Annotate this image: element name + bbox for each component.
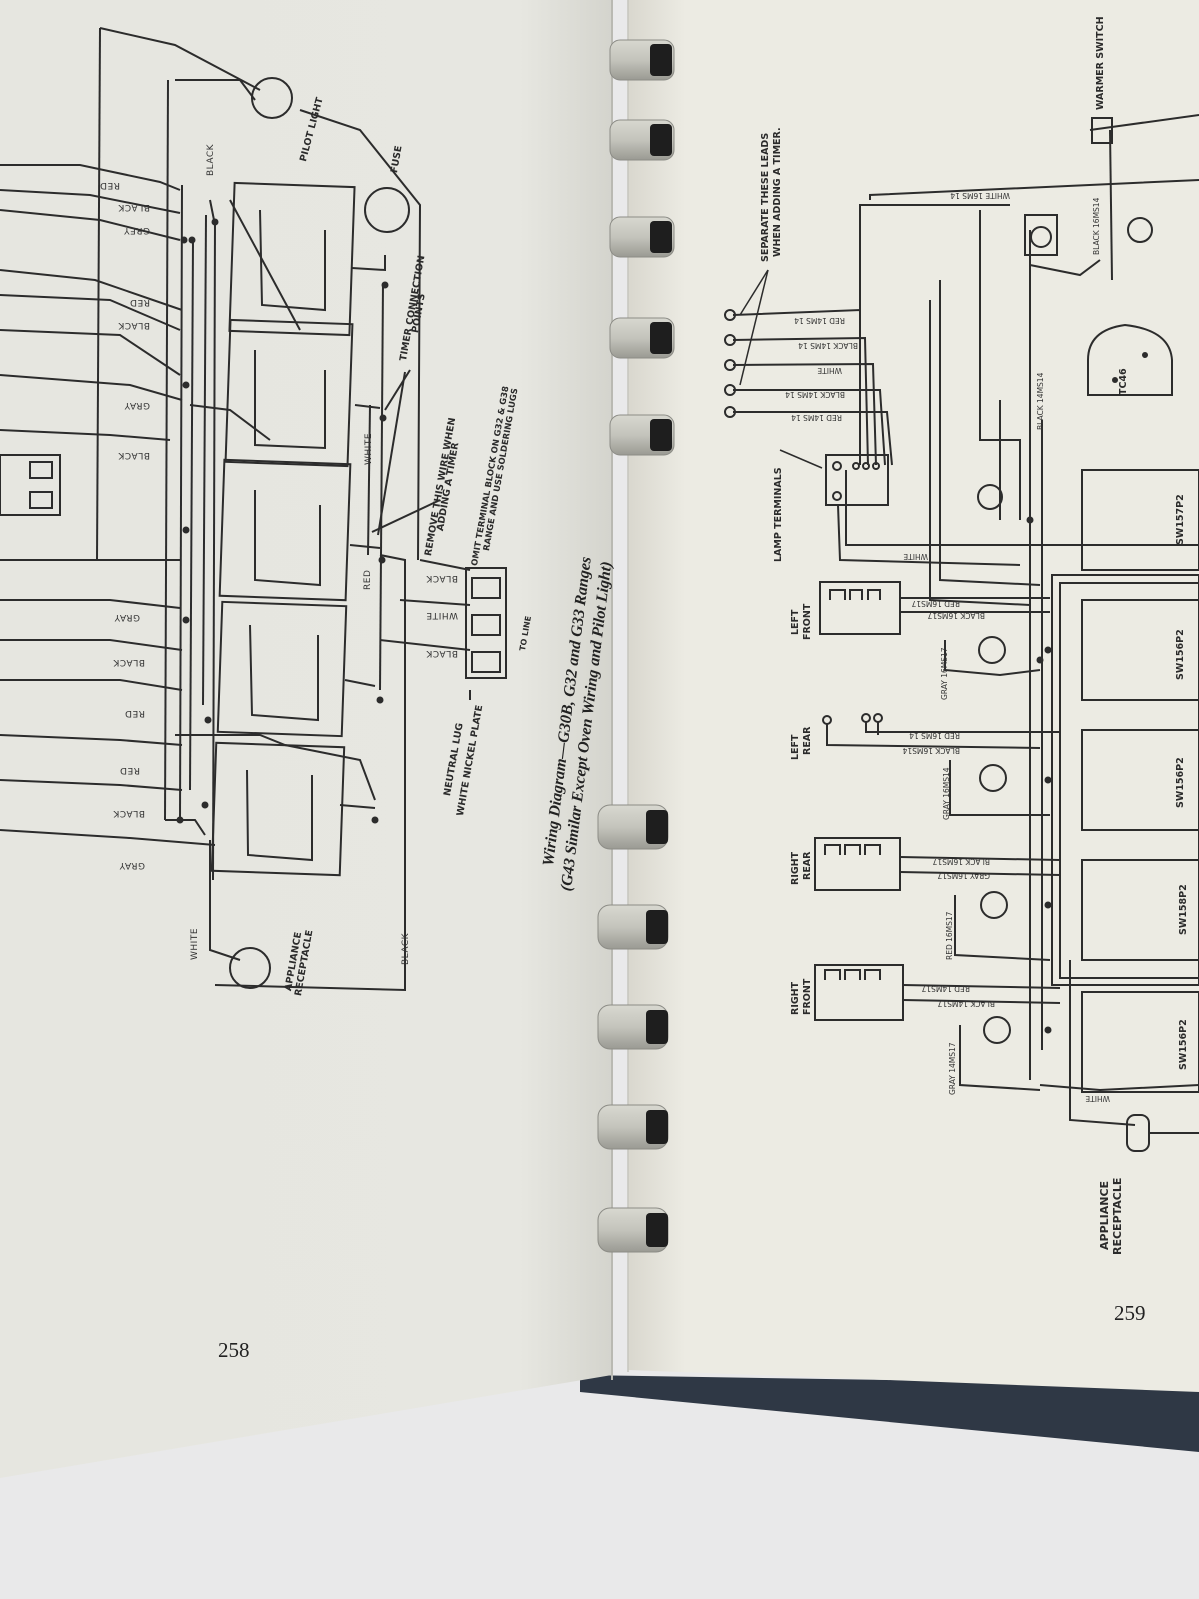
wire-label-white: WHITE (1085, 1094, 1110, 1103)
lead-label: RED 14MS 14 (791, 413, 842, 422)
page-number-right: 259 (1114, 1301, 1146, 1325)
wire-label: BLACK 14MS17 (937, 999, 995, 1008)
wire-label: RED 16MS17 (945, 911, 954, 960)
wire-label: GRAY (119, 860, 145, 870)
wire-label-white: WHITE (425, 610, 458, 620)
wire-label: GRAY (124, 400, 150, 410)
wire-label: GRAY 14MS17 (948, 1042, 957, 1095)
wire-label: RED (129, 297, 150, 307)
wire-label: RED (119, 765, 140, 775)
right-wiring-diagram (724, 114, 1199, 1152)
separate-leads-note-2: WHEN ADDING A TIMER. (772, 127, 783, 257)
left-wiring-diagram (0, 27, 507, 992)
wire-label: BLACK 16MS17 (927, 611, 985, 620)
wire-label: BLACK (117, 450, 150, 460)
unit-label: LEFT (790, 734, 801, 760)
switch-label: SW156P2 (1175, 629, 1186, 680)
wire-label: GRAY (114, 612, 140, 622)
wire-label: BLACK (112, 657, 145, 667)
wire-label: BLACK 14MS14 (1036, 372, 1045, 430)
wire-label: BLACK (117, 202, 150, 212)
switch-label: SW156P2 (1175, 757, 1186, 808)
wire-label-white: WHITE (364, 432, 374, 465)
warmer-switch-label: WARMER SWITCH (1095, 16, 1106, 110)
wire-label: RED 16MS 14 (909, 731, 960, 740)
wire-label-black: BLACK (206, 143, 216, 176)
wire-label-black: BLACK (425, 648, 458, 658)
separate-leads-note: SEPARATE THESE LEADS (760, 132, 771, 262)
wire-label: BLACK (117, 320, 150, 330)
lamp-terminals-label: LAMP TERMINALS (773, 467, 784, 562)
wire-label-black: BLACK (401, 932, 411, 965)
wire-label: GRAY 16MS17 (940, 647, 949, 700)
unit-label: REAR (802, 726, 813, 755)
wire-label: GRAY 16MS14 (942, 767, 951, 820)
wire-label: WHITE 16MS 14 (950, 191, 1010, 200)
switch-label: SW157P2 (1175, 494, 1186, 545)
unit-label: REAR (802, 851, 813, 880)
wire-label-red: RED (363, 569, 373, 590)
unit-label: FRONT (802, 603, 813, 640)
wire-label: BLACK (112, 808, 145, 818)
wire-label-white: WHITE (190, 927, 200, 960)
page-number-left: 258 (218, 1338, 250, 1362)
wire-label: BLACK 16MS14 (1092, 197, 1101, 255)
unit-label: RIGHT (790, 851, 801, 885)
lead-label: BLACK 14MS 14 (798, 341, 858, 350)
unit-label: FRONT (802, 978, 813, 1015)
wire-label-black: BLACK (425, 573, 458, 583)
lead-label: WHITE (817, 366, 842, 375)
wire-label: GRAY 16MS17 (937, 871, 990, 880)
wire-label: RED 16MS17 (911, 599, 960, 608)
wire-label: BLACK 16MS17 (932, 857, 990, 866)
lamp-white-label: WHITE (903, 552, 928, 561)
wire-label: RED 14MS17 (921, 984, 970, 993)
wire-label: BLACK 16MS14 (902, 746, 960, 755)
lead-label: RED 14MS 14 (794, 316, 845, 325)
wire-label: GREY (123, 225, 150, 235)
appliance-receptacle-label-2: RECEPTACLE (1111, 1177, 1124, 1255)
tc46-label: TC46 (1118, 368, 1129, 395)
appliance-receptacle-label: APPLIANCE (1098, 1180, 1111, 1250)
wire-label: RED (99, 180, 120, 190)
unit-label: RIGHT (790, 981, 801, 1015)
lead-label: BLACK 14MS 14 (785, 390, 845, 399)
switch-label: SW158P2 (1178, 884, 1189, 935)
unit-label: LEFT (790, 609, 801, 635)
switch-label: SW156P2 (1178, 1019, 1189, 1070)
wire-label: RED (124, 708, 145, 718)
